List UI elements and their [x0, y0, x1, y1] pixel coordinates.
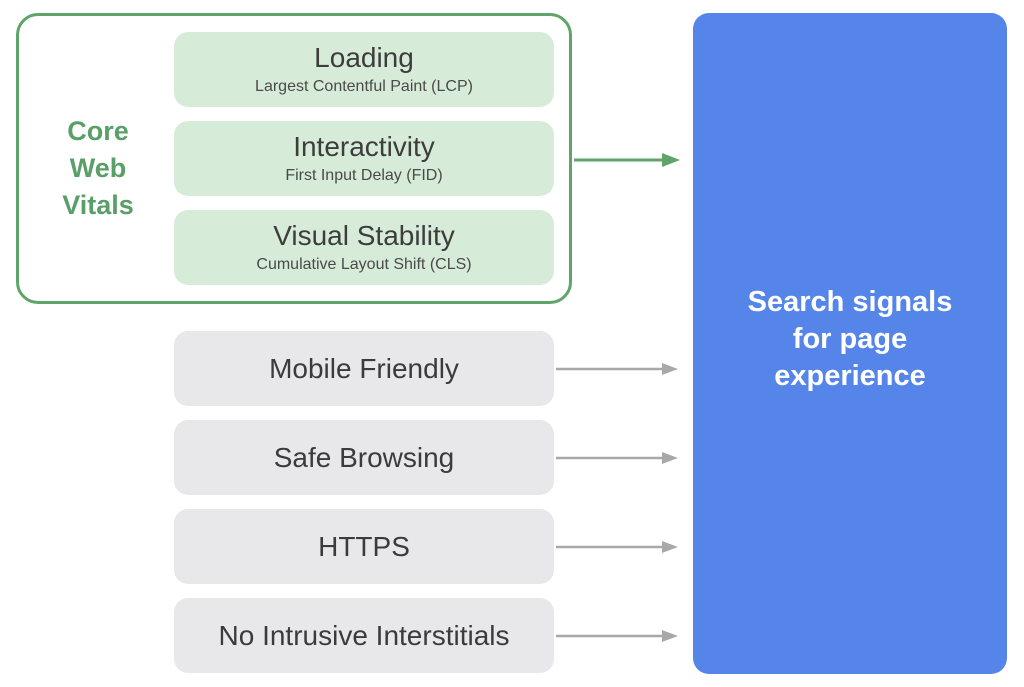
- core-web-vitals-group: [16, 13, 572, 304]
- core-web-vitals-label: Core Web Vitals: [48, 113, 148, 224]
- arrow-no-intrusive-interstitials: [556, 630, 678, 642]
- signal-label: Mobile Friendly: [269, 352, 459, 384]
- metric-box-visual-stability: Visual Stability Cumulative Layout Shift…: [174, 210, 554, 285]
- signal-box-safe-browsing: Safe Browsing: [174, 420, 554, 495]
- metric-box-interactivity: Interactivity First Input Delay (FID): [174, 121, 554, 196]
- metric-box-loading: Loading Largest Contentful Paint (LCP): [174, 32, 554, 107]
- signal-box-mobile-friendly: Mobile Friendly: [174, 331, 554, 406]
- signal-box-no-intrusive-interstitials: No Intrusive Interstitials: [174, 598, 554, 673]
- core-web-vitals-label-line: Vitals: [62, 190, 134, 220]
- metric-subtitle: Cumulative Layout Shift (CLS): [256, 256, 472, 273]
- arrow-core-web-vitals: [574, 153, 680, 167]
- arrow-https: [556, 541, 678, 553]
- signal-box-https: HTTPS: [174, 509, 554, 584]
- signal-label: Safe Browsing: [273, 441, 455, 473]
- search-signals-box: Search signals for page experience: [693, 13, 1007, 674]
- signal-label: HTTPS: [318, 530, 410, 562]
- arrow-head: [662, 153, 680, 167]
- arrow-head: [662, 630, 678, 642]
- arrow-head: [662, 452, 678, 464]
- metric-subtitle: Largest Contentful Paint (LCP): [255, 78, 473, 95]
- metric-title: Visual Stability: [273, 220, 455, 251]
- core-web-vitals-label-line: Core: [67, 116, 129, 146]
- arrow-safe-browsing: [556, 452, 678, 464]
- metric-title: Loading: [314, 42, 414, 73]
- core-web-vitals-label-line: Web: [69, 153, 127, 183]
- search-signals-label: Search signals for page experience: [747, 286, 953, 392]
- arrow-head: [662, 541, 678, 553]
- metric-subtitle: First Input Delay (FID): [285, 167, 443, 184]
- arrow-head: [662, 363, 678, 375]
- metric-title: Interactivity: [293, 131, 435, 162]
- arrow-mobile-friendly: [556, 363, 678, 375]
- signal-label: No Intrusive Interstitials: [218, 619, 510, 651]
